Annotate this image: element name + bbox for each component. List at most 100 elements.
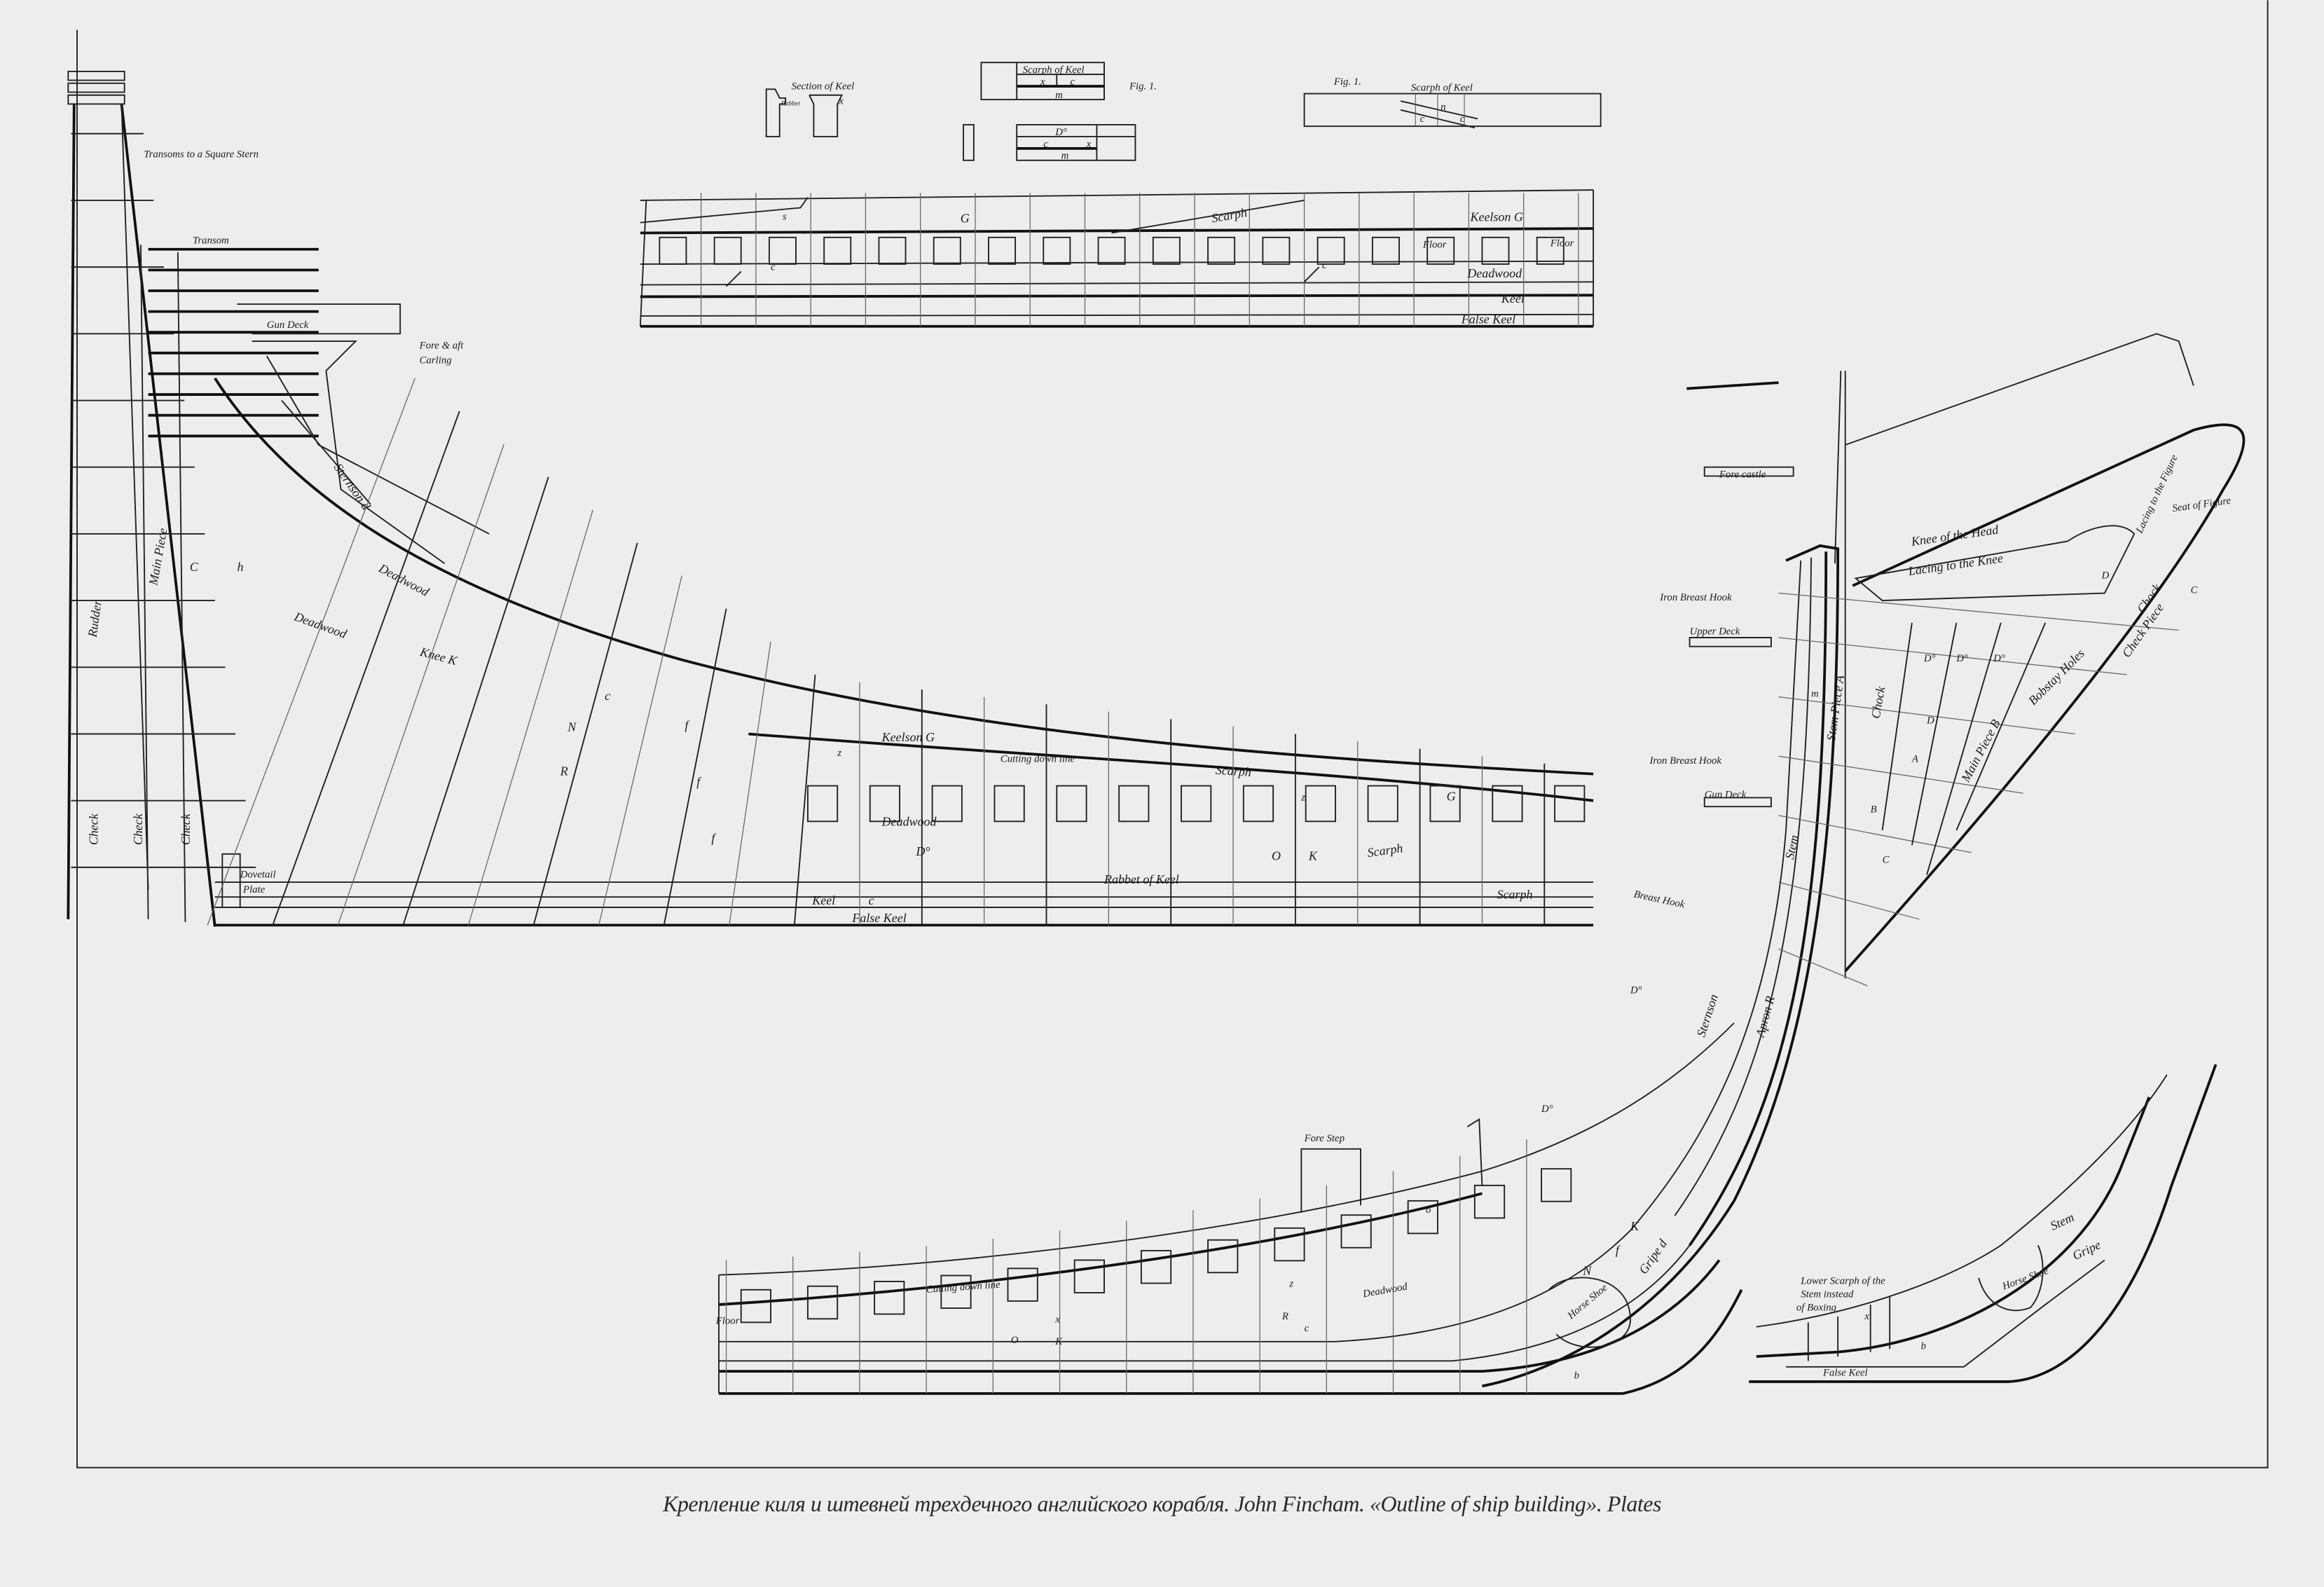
floor-timber bbox=[1056, 785, 1087, 823]
label: Rabbet bbox=[781, 101, 800, 108]
label: D° bbox=[915, 844, 930, 858]
plate-caption: Крепление киля и штевней трехдечного анг… bbox=[663, 1491, 1661, 1516]
label: Scarph of Keel bbox=[1023, 64, 1085, 76]
label: Fig. 1. bbox=[1333, 76, 1361, 88]
drawing-line bbox=[598, 575, 682, 926]
label: b bbox=[1574, 1370, 1579, 1382]
label: Cutting down line bbox=[926, 1279, 1001, 1296]
floor-timber bbox=[1481, 236, 1510, 265]
label: c bbox=[1322, 260, 1327, 271]
drawing-line bbox=[467, 509, 593, 926]
label: Gun Deck bbox=[267, 320, 309, 331]
label: Gun Deck bbox=[1705, 789, 1747, 800]
label: Apron R bbox=[1753, 994, 1778, 1039]
label: Keel bbox=[811, 893, 835, 907]
label: Seat of Figure bbox=[2172, 495, 2232, 515]
label: D° bbox=[1923, 653, 1936, 664]
label: Chock bbox=[1869, 685, 1888, 720]
floor-timber bbox=[806, 785, 839, 823]
label: c bbox=[1305, 1323, 1309, 1334]
label: G bbox=[961, 212, 970, 226]
floor-timber bbox=[806, 1285, 839, 1320]
floor-timber bbox=[823, 236, 852, 265]
stern-frame: Transoms to a Square Stern Transom Gun D… bbox=[67, 70, 490, 927]
label: Deadwood bbox=[376, 561, 432, 599]
floor-timber bbox=[1152, 236, 1181, 265]
label: R bbox=[1281, 1311, 1288, 1322]
drawing-line bbox=[1778, 948, 1868, 987]
label: Upper Deck bbox=[1690, 626, 1740, 638]
floor-timber bbox=[931, 785, 963, 823]
label: Dovetail bbox=[240, 870, 276, 881]
label: False Keel bbox=[1822, 1367, 1868, 1378]
floor-timber bbox=[1407, 1200, 1438, 1235]
label: D bbox=[2101, 570, 2110, 581]
label: Scarph bbox=[1215, 763, 1251, 780]
floor-timber bbox=[1274, 1227, 1305, 1262]
label: c bbox=[1043, 139, 1048, 150]
label: D° bbox=[1993, 653, 2005, 664]
label: R bbox=[560, 764, 568, 778]
drawing-line bbox=[207, 378, 415, 926]
label: Floor bbox=[1550, 238, 1574, 249]
label: Deadwood bbox=[1466, 266, 1522, 280]
floor-timber bbox=[874, 1280, 905, 1315]
label: z bbox=[1288, 1279, 1293, 1290]
label: x bbox=[1040, 76, 1045, 88]
label: Transom bbox=[193, 235, 229, 246]
keel-profile-aft: N R c f f f Keelson G Cutting down line … bbox=[207, 377, 1594, 927]
floor-timber bbox=[993, 785, 1025, 823]
label: m bbox=[1061, 151, 1069, 162]
label: A bbox=[1911, 754, 1919, 765]
floor-timber bbox=[1262, 236, 1291, 265]
label: C bbox=[190, 560, 199, 574]
label: h bbox=[237, 560, 243, 574]
label: x bbox=[1086, 139, 1092, 150]
floor-timber bbox=[878, 236, 907, 265]
label: c bbox=[1420, 114, 1425, 125]
keel-profile-fore: Fore Step Cutting down line Deadwood Hor… bbox=[715, 1022, 1743, 1395]
label: Keelson G bbox=[881, 730, 935, 744]
label: m bbox=[1055, 90, 1063, 101]
drawing-line bbox=[272, 411, 460, 926]
label: c bbox=[771, 261, 776, 273]
floor-timber bbox=[768, 236, 797, 265]
drawing-line bbox=[402, 476, 549, 926]
label: Scarph bbox=[1497, 887, 1533, 901]
label: Check bbox=[87, 813, 101, 845]
label: Scarph bbox=[1211, 205, 1249, 226]
floor-timber bbox=[1367, 785, 1398, 823]
floor-timber bbox=[1007, 1267, 1038, 1302]
floor-timber bbox=[1073, 1259, 1105, 1293]
label: b bbox=[1921, 1340, 1926, 1352]
keel-detail-strip: G Scarph Keelson G Floor Floor Deadwood … bbox=[639, 189, 1595, 328]
label: K bbox=[1054, 1336, 1063, 1347]
label: c bbox=[605, 689, 610, 703]
label: Sternson bbox=[1694, 992, 1721, 1038]
label: n bbox=[1441, 102, 1445, 113]
label: Iron Breast Hook bbox=[1659, 592, 1732, 603]
label: o bbox=[1426, 1204, 1431, 1216]
label: Fore Step bbox=[1304, 1133, 1345, 1144]
label: f bbox=[1616, 1243, 1621, 1257]
label: x bbox=[1864, 1311, 1869, 1322]
label: C bbox=[2191, 585, 2198, 596]
label: Stem Piece A bbox=[1824, 673, 1847, 741]
label: Deadwood bbox=[1361, 1281, 1408, 1300]
floor-timber bbox=[1426, 236, 1455, 265]
label: Stem bbox=[2048, 1210, 2076, 1233]
floor-timber bbox=[1242, 785, 1274, 823]
floor-timber bbox=[1316, 236, 1345, 265]
label: D° bbox=[1955, 653, 1968, 664]
floor-timber bbox=[1140, 1249, 1172, 1284]
label: D° bbox=[1541, 1104, 1553, 1115]
floor-timber bbox=[1118, 785, 1150, 823]
label: z bbox=[1300, 792, 1305, 804]
label: f bbox=[696, 775, 702, 789]
label: C bbox=[1883, 855, 1890, 866]
label: x bbox=[838, 95, 844, 107]
floor-timber bbox=[1473, 1184, 1506, 1219]
label: Section of Keel bbox=[792, 81, 855, 92]
drawing-line bbox=[532, 542, 638, 926]
label: x bbox=[1054, 1314, 1060, 1325]
